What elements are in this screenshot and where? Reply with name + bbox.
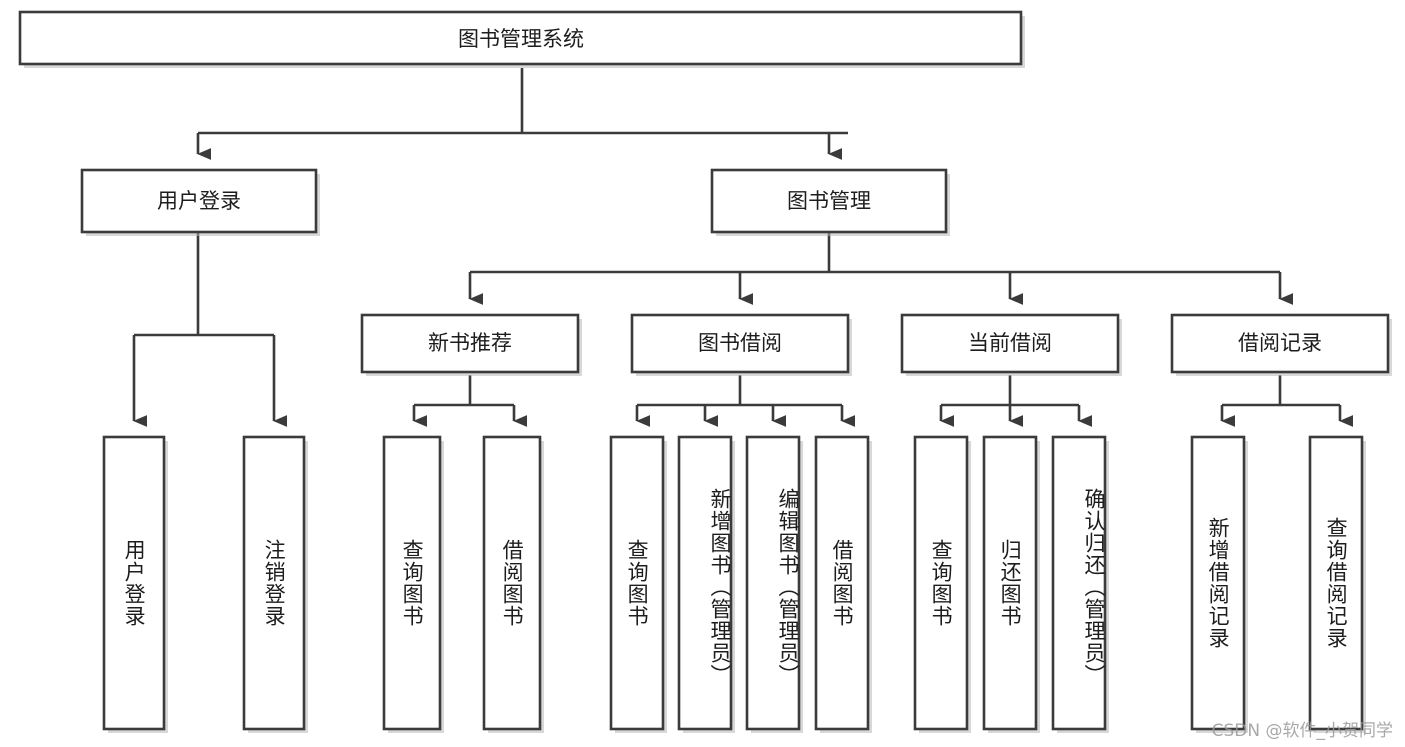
node-leaf-user-login[interactable]: [102, 435, 166, 731]
node-leaf-borrow-book-1[interactable]: [482, 435, 542, 731]
node-leaf-add-book[interactable]: [677, 435, 733, 731]
node-leaf-query-record[interactable]: [1308, 435, 1364, 731]
node-new-book-rec[interactable]: [360, 313, 580, 374]
node-book-manage[interactable]: [710, 168, 948, 234]
node-borrow-record[interactable]: [1170, 313, 1390, 374]
node-book-manage-label: 图书管理: [787, 189, 871, 213]
node-leaf-add-record[interactable]: [1190, 435, 1246, 731]
csdn-watermark: CSDN @软件_小贺同学: [1211, 721, 1393, 741]
node-leaf-query-book-3[interactable]: [913, 435, 969, 731]
node-root[interactable]: [18, 10, 1023, 66]
edge-layer: [132, 68, 1354, 427]
node-leaf-edit-book[interactable]: [745, 435, 801, 731]
node-user-login-label: 用户登录: [157, 189, 241, 213]
node-book-borrow-label: 图书借阅: [698, 331, 782, 355]
node-root-label: 图书管理系统: [458, 27, 584, 51]
node-leaf-user-logout[interactable]: [242, 435, 306, 731]
node-new-book-rec-label: 新书推荐: [428, 331, 512, 355]
node-current-borrow-label: 当前借阅: [968, 331, 1052, 355]
node-leaf-query-book-2[interactable]: [609, 435, 665, 731]
node-layer: 图书管理系统 用户登录 图书管理 新书推荐 图书借阅 当前借阅 借阅记录: [18, 10, 1392, 733]
node-book-borrow[interactable]: [630, 313, 850, 374]
node-leaf-return-book[interactable]: [982, 435, 1038, 731]
node-user-login[interactable]: [80, 168, 318, 234]
node-current-borrow[interactable]: [900, 313, 1120, 374]
node-leaf-borrow-book-2[interactable]: [814, 435, 870, 731]
node-borrow-record-label: 借阅记录: [1238, 331, 1322, 355]
node-leaf-query-book-1[interactable]: [382, 435, 442, 731]
node-leaf-confirm-return[interactable]: [1051, 435, 1107, 731]
